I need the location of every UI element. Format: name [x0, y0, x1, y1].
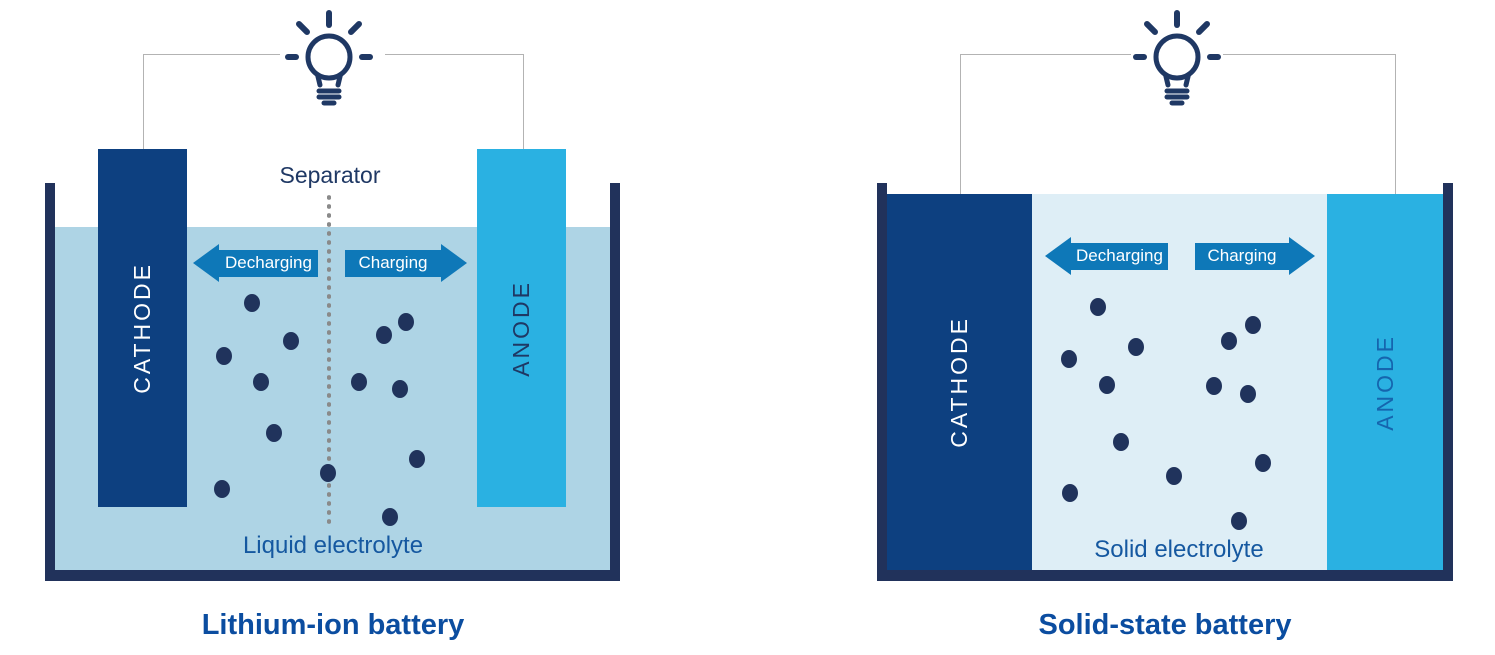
circuit-wire — [143, 54, 280, 55]
anode-bar: ANODE — [1327, 194, 1443, 570]
anode-label: ANODE — [1371, 333, 1398, 431]
light-bulb-icon — [1133, 10, 1221, 106]
charge-arrow-label: Charging — [1195, 242, 1289, 270]
circuit-wire — [523, 54, 524, 149]
electrolyte-label: Solid electrolyte — [1094, 536, 1264, 563]
discharge-arrow-label: Decharging — [1071, 242, 1168, 270]
circuit-wire — [143, 54, 144, 149]
charge-arrow: Charging — [1195, 237, 1315, 275]
panel-title: Solid-state battery — [1038, 609, 1292, 641]
cathode-label: CATHODE — [946, 316, 972, 448]
discharge-arrow: Decharging — [193, 244, 318, 282]
cathode-bar: CATHODE — [98, 149, 187, 507]
circuit-wire — [960, 54, 1131, 55]
battery-tank — [45, 183, 620, 581]
anode-bar: ANODE — [477, 149, 566, 507]
circuit-wire — [1395, 54, 1396, 194]
charge-arrow-label: Charging — [345, 249, 441, 277]
discharge-arrow: Decharging — [1045, 237, 1168, 275]
circuit-wire — [960, 54, 961, 194]
electrolyte-label: Liquid electrolyte — [242, 532, 424, 559]
circuit-wire — [1223, 54, 1395, 55]
arrow-head-left-icon — [1045, 237, 1071, 275]
anode-label: ANODE — [508, 279, 534, 377]
circuit-wire — [385, 54, 523, 55]
cathode-bar: CATHODE — [887, 194, 1032, 570]
cathode-label: CATHODE — [129, 262, 155, 394]
arrow-head-right-icon — [1289, 237, 1315, 275]
charge-arrow: Charging — [345, 244, 467, 282]
arrow-head-left-icon — [193, 244, 219, 282]
separator-dotted-line — [327, 195, 331, 528]
arrow-head-right-icon — [441, 244, 467, 282]
separator-label: Separator — [279, 162, 381, 188]
battery-tank — [877, 183, 1453, 581]
panel-title: Lithium-ion battery — [201, 609, 465, 641]
discharge-arrow-label: Decharging — [219, 249, 318, 277]
light-bulb-icon — [285, 10, 373, 106]
